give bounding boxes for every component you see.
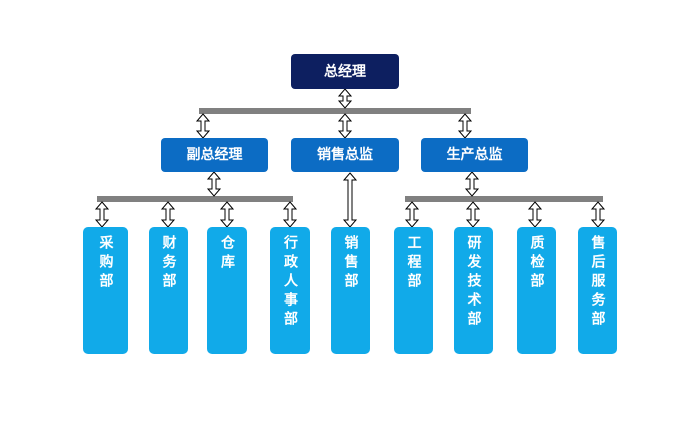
node-production-director: 生产总监	[421, 138, 528, 172]
node-label: 财务部	[160, 235, 177, 292]
node-label: 行政人事部	[282, 235, 298, 330]
arrow-right-bar-to-quality	[527, 201, 543, 228]
arrow-right-bar-to-rnd-tech	[465, 201, 481, 228]
node-dept-warehouse: 仓库	[207, 227, 247, 354]
node-label: 质检部	[528, 235, 545, 292]
arrow-right-bar-to-engineering	[404, 201, 420, 228]
connector-bar-right	[405, 196, 603, 202]
arrow-left-bar-to-admin-hr	[282, 201, 298, 228]
node-label: 销售部	[342, 235, 359, 292]
node-label: 采购部	[97, 235, 114, 292]
node-dept-finance: 财务部	[149, 227, 188, 354]
node-label: 工程部	[405, 235, 422, 292]
arrow-bar-to-deputy	[195, 113, 211, 139]
node-label: 生产总监	[446, 147, 503, 163]
arrow-sales-director-to-sales-dept	[342, 172, 358, 228]
node-dept-after-sales: 售后服务部	[578, 227, 617, 354]
arrow-production-to-right-bar	[464, 171, 480, 197]
node-dept-purchasing: 采购部	[83, 227, 128, 354]
node-sales-director: 销售总监	[291, 138, 399, 172]
arrow-top-to-bar	[337, 88, 353, 109]
node-dept-engineering: 工程部	[394, 227, 433, 354]
node-label: 仓库	[219, 235, 235, 273]
node-deputy-general-manager: 副总经理	[161, 138, 268, 172]
node-general-manager: 总经理	[291, 54, 399, 89]
arrow-left-bar-to-purchasing	[94, 201, 110, 228]
arrow-bar-to-production-director	[457, 113, 473, 139]
node-label: 销售总监	[317, 147, 373, 163]
node-dept-rnd-tech: 研发技术部	[454, 227, 493, 354]
node-label: 副总经理	[186, 147, 243, 163]
arrow-left-bar-to-finance	[160, 201, 176, 228]
node-dept-sales: 销售部	[331, 227, 370, 354]
connector-bar-top	[199, 108, 471, 114]
arrow-deputy-to-left-bar	[206, 171, 222, 197]
connector-bar-left	[97, 196, 293, 202]
node-label: 售后服务部	[589, 235, 606, 330]
arrow-right-bar-to-after-sales	[590, 201, 606, 228]
node-dept-quality: 质检部	[517, 227, 556, 354]
node-dept-admin-hr: 行政人事部	[270, 227, 310, 354]
node-label: 总经理	[324, 63, 366, 80]
arrow-bar-to-sales-director	[337, 113, 353, 139]
node-label: 研发技术部	[465, 235, 482, 330]
arrow-left-bar-to-warehouse	[219, 201, 235, 228]
